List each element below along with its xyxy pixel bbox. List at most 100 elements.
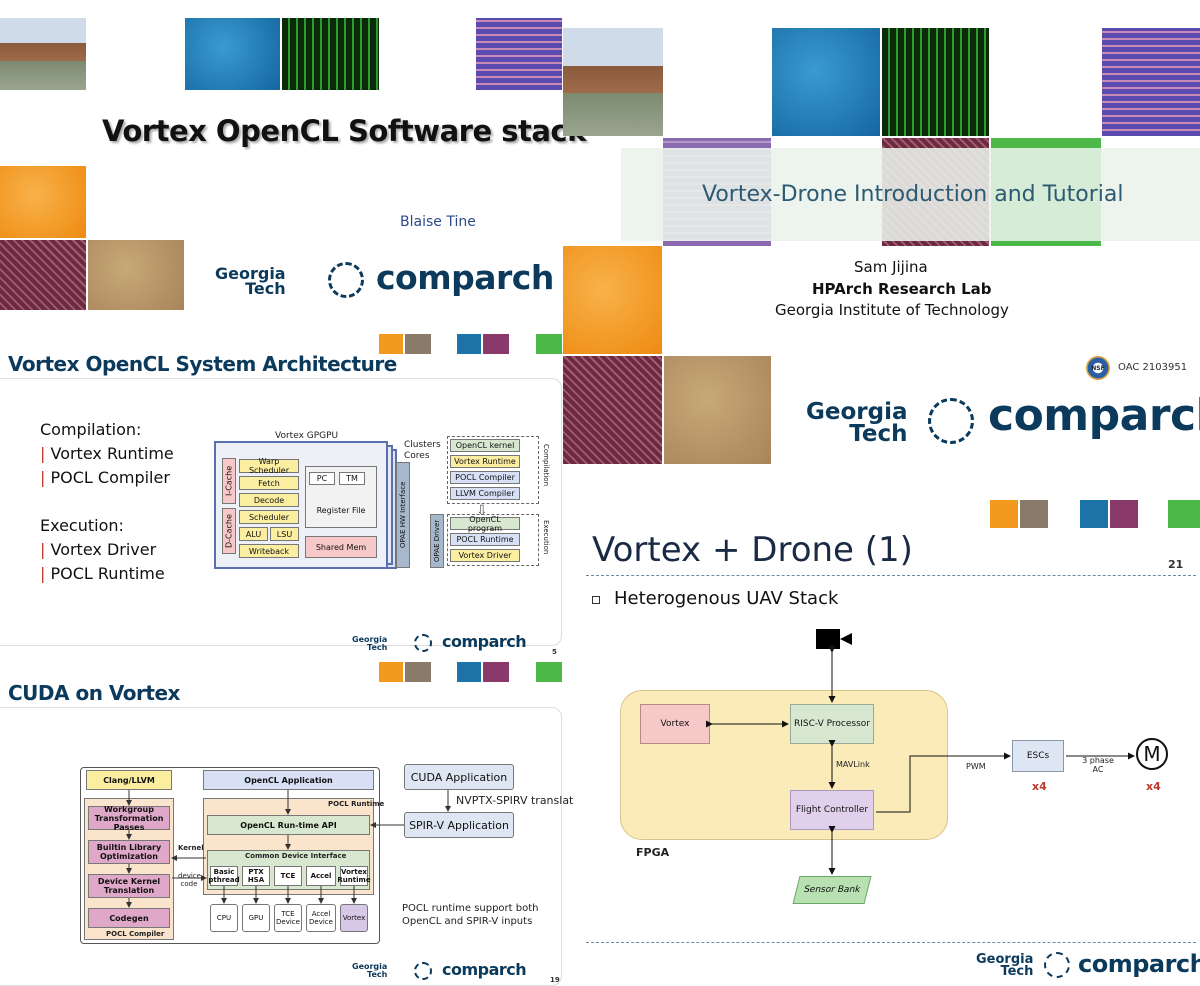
escs-box: ESCs [1012,740,1064,772]
shared-mem-block: Shared Mem [305,536,377,558]
chip-purple-tile [476,18,562,90]
mini-purple [483,334,509,354]
title-band [621,148,1200,241]
blue-tile [185,18,280,90]
fpga-label: FPGA [636,846,670,859]
comparch-logo: comparch [988,390,1200,441]
lsu-block: LSU [270,527,299,541]
execution-item: | Vortex Driver [40,540,157,559]
campus-photo [563,28,663,136]
mini-blue [457,334,481,354]
basic-pthread-box: Basic pthread [208,866,240,886]
escs-multiplier: x4 [1032,780,1047,793]
opencl-program-box: OpenCL program [450,515,520,533]
gt-swirl-icon [928,398,974,444]
campus-photo [0,18,86,90]
alu-block: ALU [239,527,268,541]
chip-maroon-tile-2 [563,356,662,464]
mavlink-label: MAVLink [836,760,870,769]
comparch-logo: comparch [442,632,527,651]
kernel-label: Kernel [178,844,204,852]
ptx-hsa-box: PTX HSA [242,866,270,886]
slide-title: Vortex + Drone (1) [592,530,913,570]
comparch-logo: comparch [1078,950,1200,978]
compilation-vertical-label: Compilation [542,444,550,487]
gpu-box: GPU [242,904,270,932]
slide-title: Vortex OpenCL System Architecture [8,352,397,376]
gt-swirl-icon [414,634,432,652]
chip-purple-tile [1102,28,1200,136]
page-number: 5 [552,648,557,656]
fetch-block: Fetch [239,476,299,490]
chip-maroon-tile [0,240,86,310]
vortex-runtime-box: Vortex Runtime [450,455,520,468]
mini-photo [405,662,431,682]
nsf-seal-icon: NSF [1086,356,1110,380]
execution-heading: Execution: [40,516,124,535]
cuda-note: POCL runtime support both OpenCL and SPI… [402,903,539,927]
chip-green-tile [882,28,989,136]
cdi-label: Common Device Interface [245,852,347,860]
decode-block: Decode [239,493,299,507]
pocl-runtime-box: POCL Runtime [450,533,520,546]
riscv-processor-box: RISC-V Processor [790,704,874,744]
spirv-application-box: SPIR-V Application [404,812,514,838]
accel-device-box: Accel Device [306,904,336,932]
tm-block: TM [339,472,365,485]
motor-icon: M [1136,738,1168,770]
down-arrow-icon: ⇩ [476,503,488,519]
slide-title: CUDA on Vortex [8,681,180,705]
presenter-name: Sam Jijina [854,258,928,276]
clusters-label: Clusters [404,440,441,450]
tan-tile [88,240,184,310]
vortex-box: Vortex [640,704,710,744]
warp-scheduler-block: Warp Scheduler [239,457,299,475]
tce-device-box: TCE Device [274,904,302,932]
mini-photo [405,334,431,354]
pocl-runtime-label: POCL Runtime [328,800,385,808]
orange-tile [0,166,86,238]
pc-block: PC [309,472,335,485]
comparch-logo: comparch [376,258,554,297]
mini-blue [457,662,481,682]
vortex-device-box: Vortex [340,904,368,932]
gt-swirl-icon [1044,952,1070,978]
compilation-heading: Compilation: [40,420,142,439]
mini-orange [379,334,403,354]
lab-name: HPArch Research Lab [812,280,992,298]
pwm-label: PWM [966,762,986,771]
compilation-item: | POCL Compiler [40,468,170,487]
drone-arrows [706,646,1135,875]
mini-purple [483,662,509,682]
institution-name: Georgia Institute of Technology [775,301,1009,319]
clang-llvm-box: Clang/LLVM [86,770,172,790]
motor-multiplier: x4 [1146,780,1161,793]
orange-tile [563,246,662,354]
writeback-block: Writeback [239,544,299,558]
gt-swirl-icon [328,262,364,298]
blue-tile [772,28,880,136]
builtin-library-box: Builtin Library Optimization [88,840,170,864]
gpgpu-label: Vortex GPGPU [275,431,339,441]
codegen-box: Codegen [88,908,170,928]
cuda-application-box: CUDA Application [404,764,514,790]
cores-label: Cores [404,451,430,461]
execution-group [447,514,539,566]
mini-orange [379,662,403,682]
mini-green [536,334,562,354]
author-name: Blaise Tine [400,214,476,230]
cuda-arrows [126,790,451,908]
mini-blue [1080,500,1108,528]
title-divider [586,575,1196,576]
vortex-driver-box: Vortex Driver [450,549,520,562]
phase-label: 3 phase AC [1082,756,1114,774]
mini-green [1168,500,1200,528]
tan-tile [664,356,771,464]
slide-title: Vortex-Drone Introduction and Tutorial [702,182,1124,207]
diagram-frame [80,767,380,944]
